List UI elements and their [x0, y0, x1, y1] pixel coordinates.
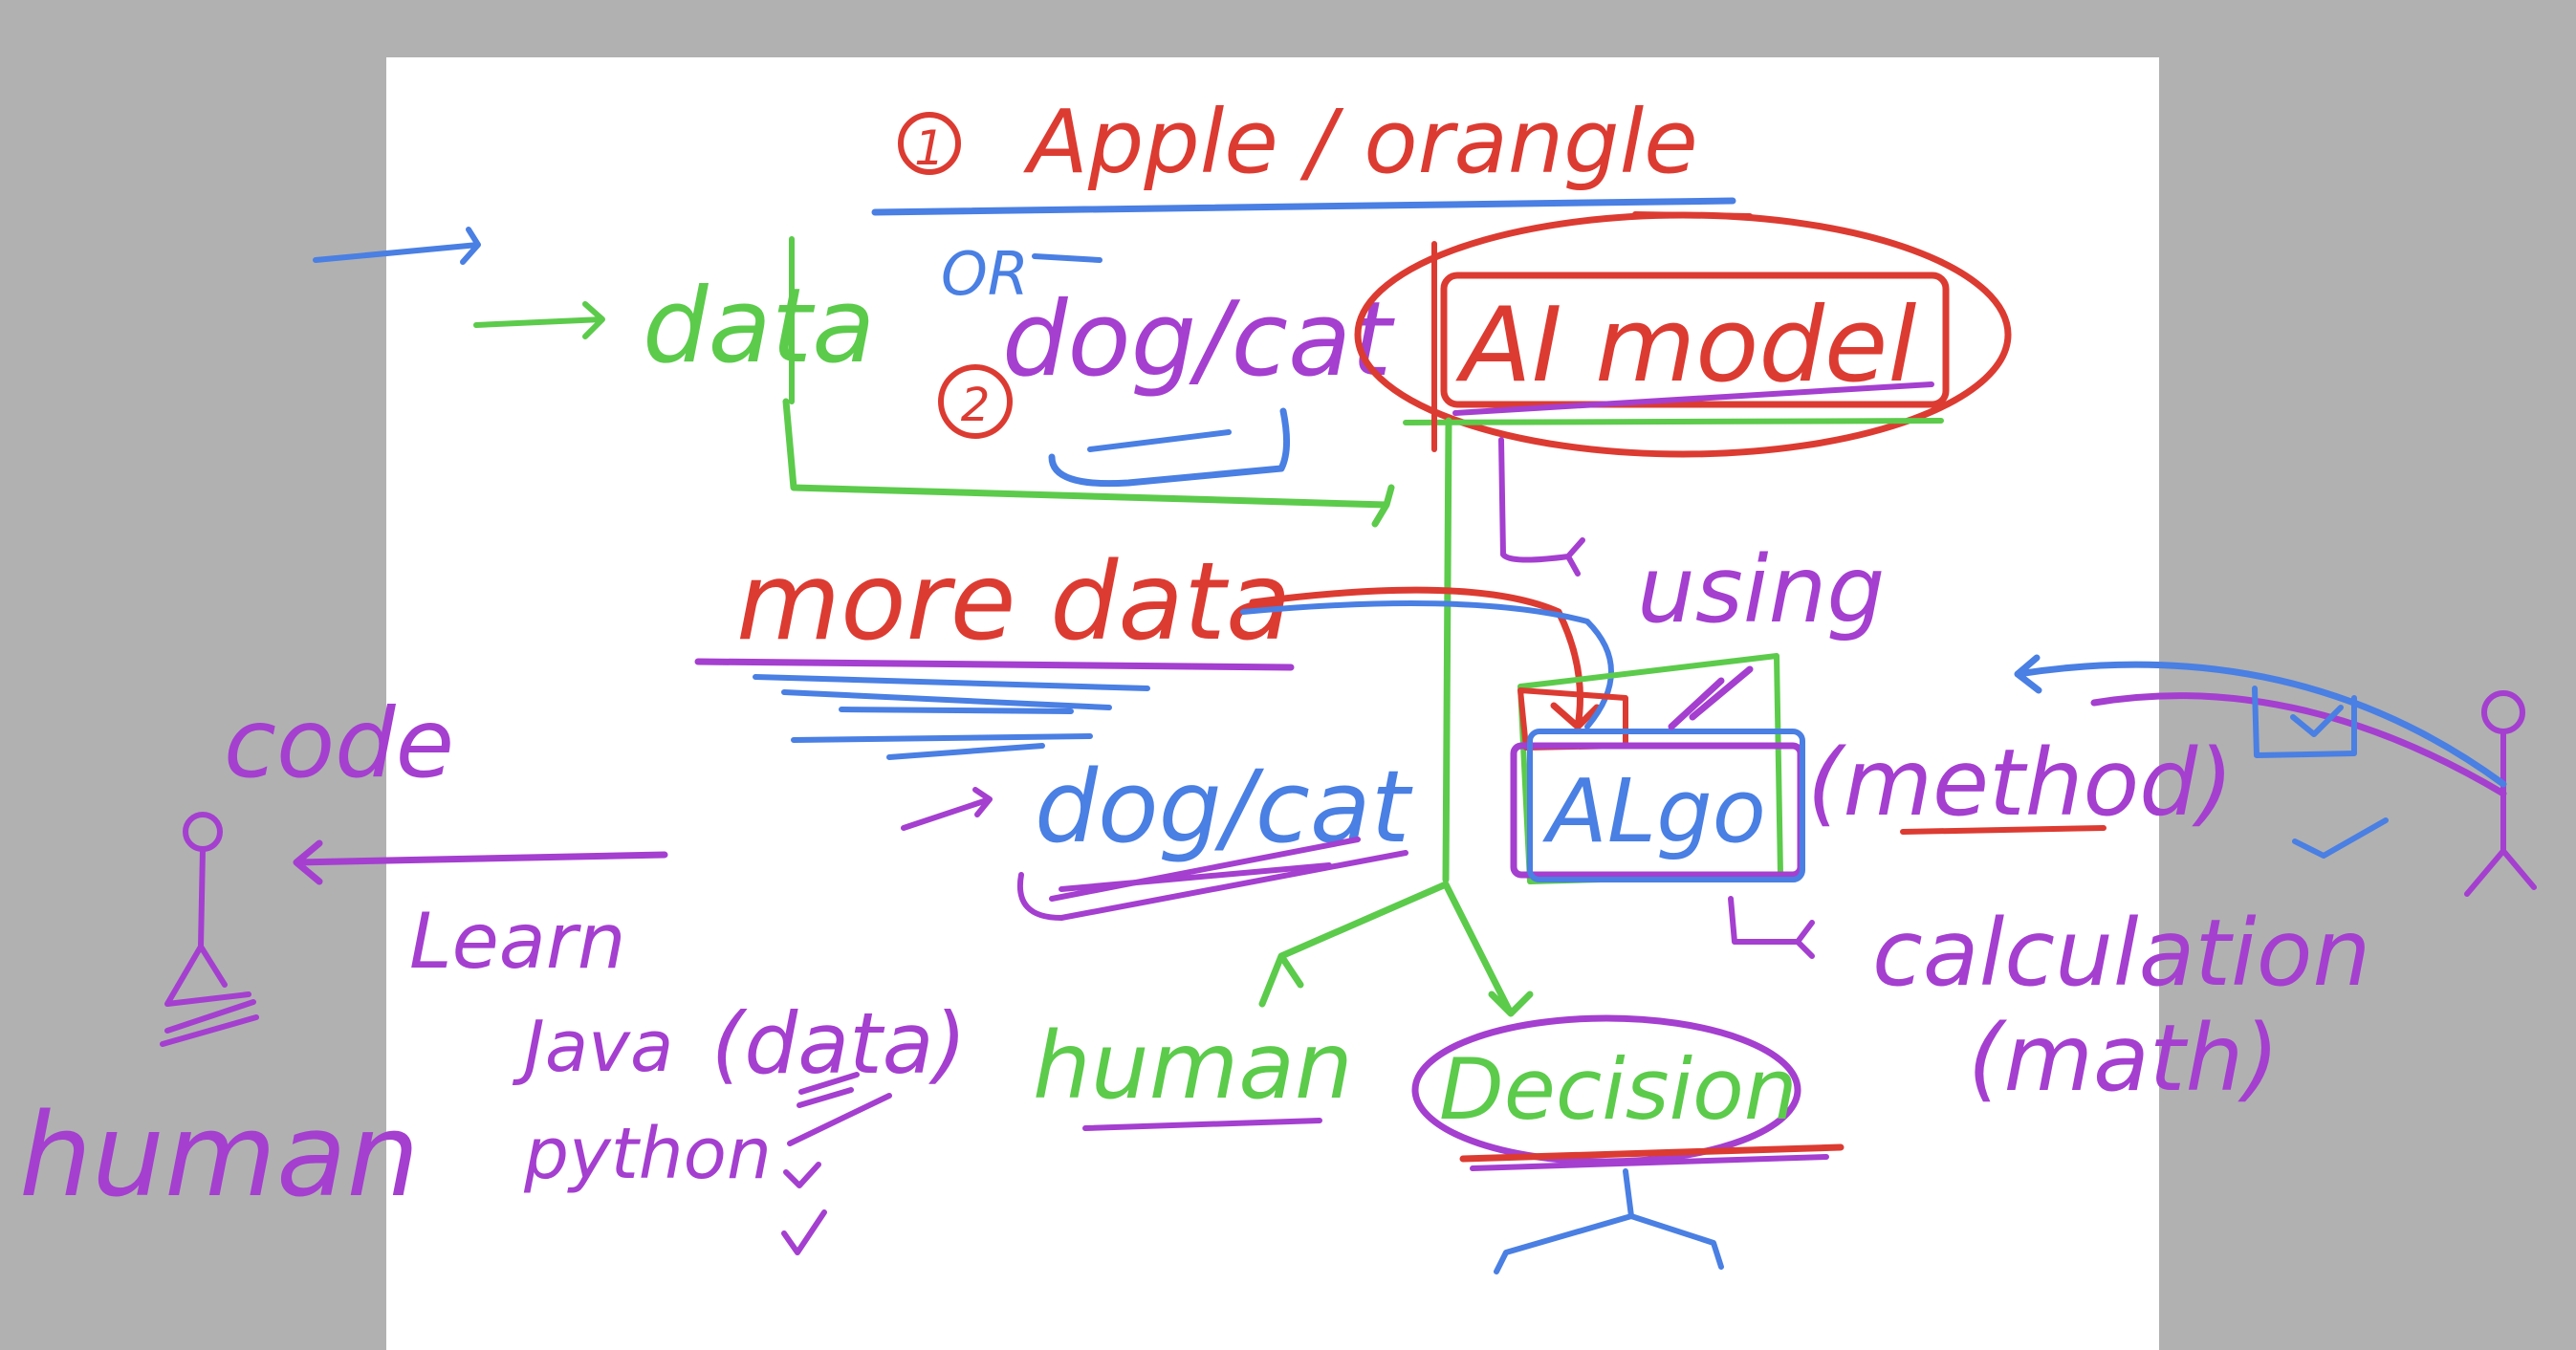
learn-arrow — [293, 839, 668, 885]
dog-cat-mid-underline-2 — [1059, 862, 1332, 892]
dog-cat-label-top: dog/cat — [1002, 280, 1395, 400]
using-hook-arrow — [1498, 437, 1585, 577]
decision-underline-purple — [1470, 1154, 1829, 1171]
calculation-group: calculation (math) — [1872, 900, 2370, 1112]
python-arrow-stroke — [787, 1093, 892, 1146]
data-label: data — [643, 267, 875, 386]
calculation-label: calculation — [1872, 900, 2370, 1007]
left-person-group: code Learn human — [19, 687, 668, 1223]
algo-group: ALgo (method) — [1510, 653, 2234, 959]
algo-check-stroke — [1668, 665, 1754, 730]
step-two-circle — [938, 364, 1013, 439]
decision-underline-red — [1459, 1143, 1845, 1163]
right-check-mark-2 — [2292, 817, 2389, 859]
title-underline — [871, 197, 1736, 216]
human-left-label: human — [19, 1090, 420, 1223]
left-person-body — [164, 846, 251, 1007]
arrow-to-dog-cat — [901, 787, 993, 831]
title-group: 1 Apple / orangle — [871, 91, 1753, 219]
step-one-circle — [898, 112, 961, 175]
more-data-underline-2 — [781, 689, 1112, 710]
blue-arrow-top-left — [313, 227, 481, 265]
more-data-underline-1 — [753, 674, 1150, 691]
step-two-group: OR 2 dog/cat — [938, 239, 1395, 488]
right-person-body — [2464, 729, 2537, 897]
right-check-mark-1 — [2290, 705, 2344, 737]
more-data-group: more data — [694, 540, 1614, 760]
learn-label: Learn — [409, 897, 625, 986]
decision-legs — [1494, 1168, 1724, 1274]
method-label: (method) — [1807, 729, 2234, 837]
ai-model-label: AI model — [1455, 286, 1916, 405]
algo-box-blue — [1527, 729, 1805, 882]
data-to-model-arrow — [782, 398, 1395, 528]
check-mark-2 — [781, 1209, 827, 1255]
right-person-purple-arc — [2090, 692, 2507, 797]
branch-to-human — [1258, 881, 1450, 1008]
more-data-to-algo-red — [1249, 586, 1601, 730]
data-paren-underline — [797, 1072, 860, 1108]
method-underline — [1900, 825, 2107, 835]
model-to-decision-line — [1442, 417, 1452, 883]
dog-cat-label-mid: dog/cat — [1035, 749, 1413, 865]
languages-group: Java python (data) — [512, 994, 967, 1255]
code-label: code — [224, 687, 454, 799]
human-mid-label: human — [1033, 1012, 1353, 1120]
left-person-head — [183, 812, 223, 852]
or-tail-stroke — [1032, 253, 1102, 263]
dog-cat-mid-group: dog/cat — [901, 749, 1413, 921]
more-data-to-algo-blue — [1240, 600, 1614, 729]
right-person-blue-arrow — [2014, 654, 2507, 788]
step-one-marker: 1 — [914, 120, 945, 176]
more-data-underline-4 — [791, 733, 1093, 743]
using-group: using — [1498, 437, 1885, 643]
green-arrow-to-data — [473, 301, 605, 339]
right-person-group — [2014, 654, 2537, 897]
right-checkbox — [2252, 686, 2357, 758]
ai-model-box — [1440, 272, 1950, 408]
decision-group: Decision — [1411, 1014, 1845, 1274]
ai-model-underline-green — [1403, 418, 1944, 425]
more-data-label: more data — [736, 540, 1291, 664]
math-label: (math) — [1968, 1005, 2280, 1112]
java-label: Java — [512, 1006, 673, 1088]
python-label: python — [523, 1113, 772, 1195]
algo-label: ALgo — [1542, 760, 1766, 862]
check-mark-1 — [783, 1162, 821, 1188]
dog-cat-mid-underline-1 — [1049, 837, 1361, 902]
more-data-underline-5 — [886, 743, 1045, 760]
human-mid-underline — [1082, 1118, 1322, 1131]
ai-model-ellipse — [1354, 211, 2012, 458]
decision-label: Decision — [1439, 1040, 1798, 1139]
dog-cat-mid-bracket — [1016, 850, 1408, 921]
algo-to-calculation-arrow — [1728, 896, 1815, 959]
ai-model-underline-purple — [1452, 381, 1934, 416]
ai-model-group: AI model — [1354, 211, 2012, 458]
left-person-base — [160, 999, 259, 1047]
more-data-underline-purple — [694, 658, 1295, 671]
step-two-marker: 2 — [961, 379, 991, 432]
dog-cat-bracket — [1048, 407, 1290, 488]
branch-to-decision — [1442, 881, 1534, 1017]
dog-cat-underline — [1087, 429, 1232, 452]
or-label: OR — [941, 239, 1029, 309]
more-data-underline-3 — [839, 707, 1074, 714]
data-input-group: data — [313, 227, 1395, 528]
human-mid-group: human — [1033, 1012, 1353, 1131]
title-apple-orangle: Apple / orangle — [1023, 91, 1698, 193]
right-person-head — [2481, 690, 2525, 734]
using-label: using — [1637, 536, 1885, 643]
data-paren-label: (data) — [711, 994, 967, 1093]
